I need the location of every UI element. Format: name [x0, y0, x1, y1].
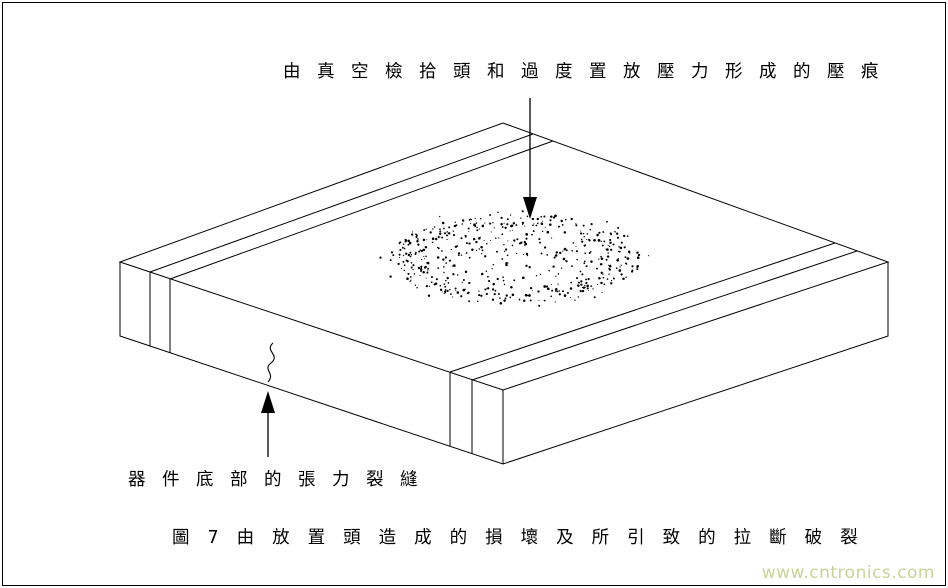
- bottom-annotation-label: 器件底部的張力裂縫: [128, 470, 434, 490]
- chip-body: [118, 122, 890, 465]
- crack-arrow: [261, 391, 275, 457]
- chip-side-edges: [119, 262, 889, 465]
- chip-top-face: [118, 122, 890, 391]
- watermark-text: www.cntronics.com: [761, 563, 935, 583]
- figure-caption: 圖7由放置頭造成的損壞及所引致的拉斷破裂: [172, 528, 876, 548]
- top-annotation-label: 由真空檢拾頭和過度置放壓力形成的壓痕: [283, 62, 895, 82]
- top-arrow-head: [523, 197, 537, 219]
- crack-squiggle: [267, 342, 275, 383]
- right-termination-lines: [449, 242, 858, 454]
- left-termination-lines: [149, 133, 554, 353]
- top-arrow: [523, 98, 537, 219]
- indentation-stipple: [379, 210, 650, 307]
- crack-arrow-head: [261, 391, 275, 413]
